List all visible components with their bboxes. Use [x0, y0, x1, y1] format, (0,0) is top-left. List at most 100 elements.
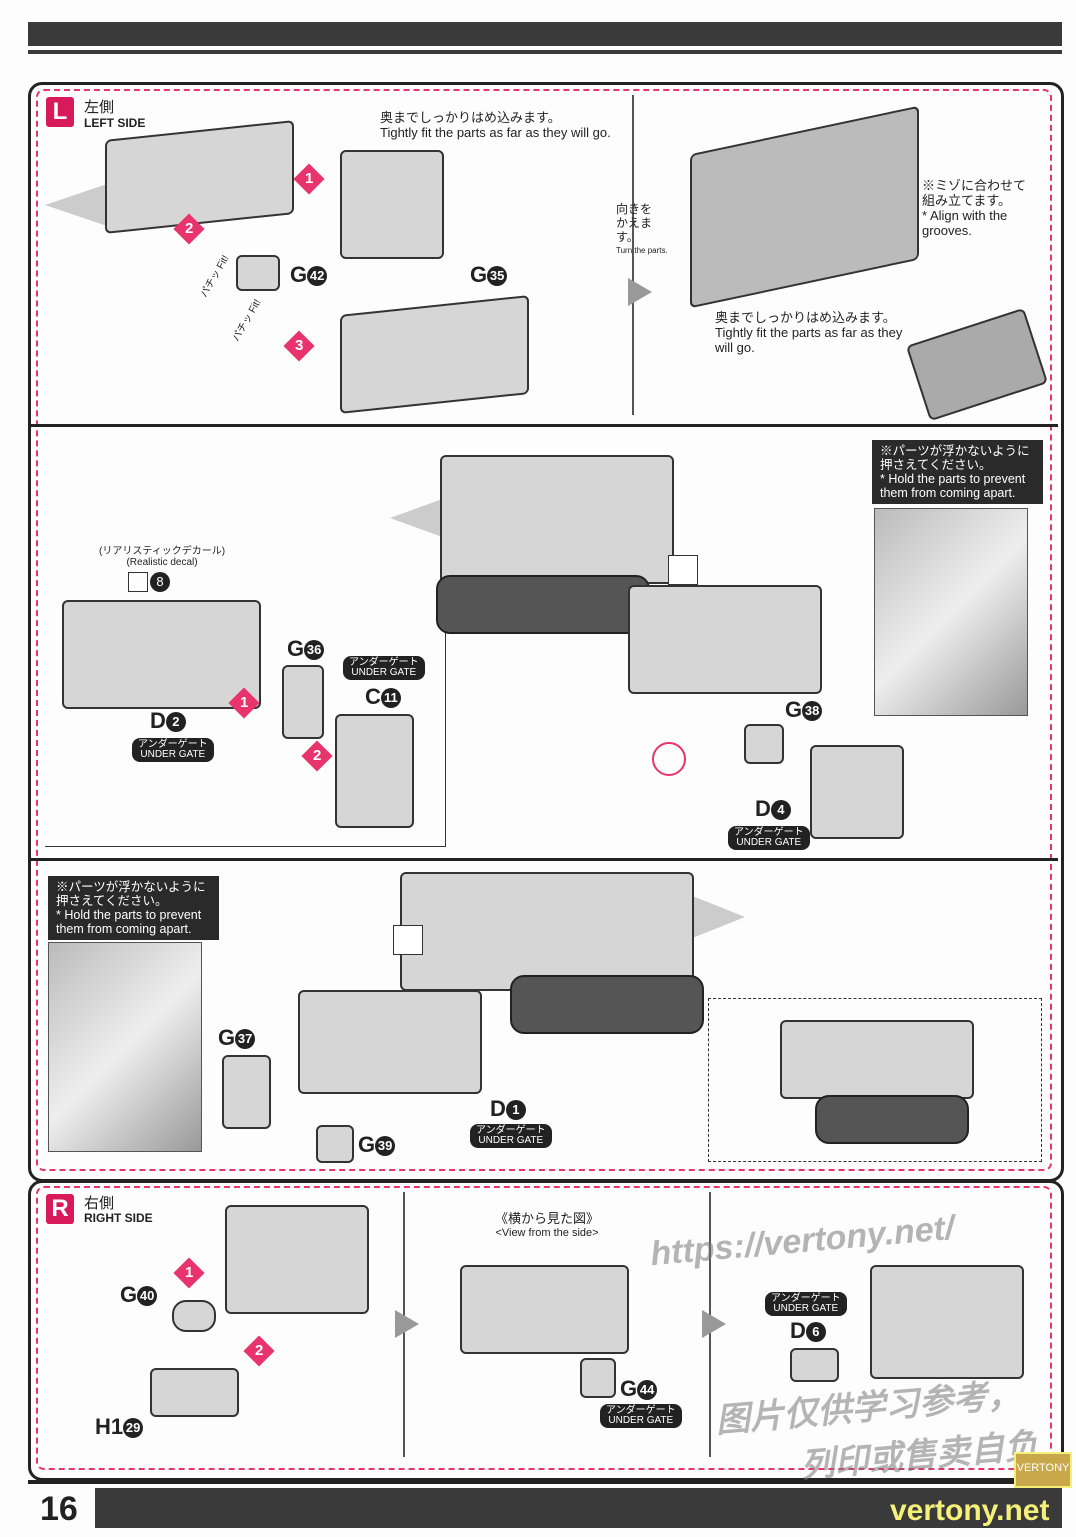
hand-photo: [48, 942, 202, 1152]
divider: [30, 858, 1058, 861]
detail-box: [45, 534, 446, 847]
decal-icon: [128, 572, 148, 592]
hand-photo: [874, 508, 1028, 716]
part-d2: [62, 600, 261, 709]
header-rule: [28, 50, 1062, 54]
arm-assembly: [628, 585, 822, 694]
rotate-icon: [393, 925, 423, 955]
watermark-logo-box: VERTONY: [1014, 1452, 1072, 1488]
part-g39: [316, 1125, 354, 1163]
part-g37: [222, 1055, 271, 1129]
wing-part: [340, 150, 444, 259]
left-side-title-en: LEFT SIDE: [84, 116, 146, 130]
right-side-dashed-border: [36, 1186, 1052, 1470]
side-view-en: <View from the side>: [495, 1227, 599, 1239]
drill-assembly: [400, 872, 694, 991]
part-g36: [282, 665, 324, 739]
right-side-tag: R: [46, 1194, 74, 1224]
tread-part: [815, 1095, 969, 1144]
tread-part: [436, 575, 650, 634]
rotate-icon: [668, 555, 698, 585]
drill-cone: [690, 895, 745, 939]
next-arrow-icon: [628, 278, 652, 306]
fit-note: 奥までしっかりはめ込みます。 Tightly fit the parts as …: [380, 110, 611, 140]
next-arrow-icon: [395, 1310, 419, 1338]
hold-callout-jp: ※パーツが浮かないように 押さえてください。: [880, 444, 1030, 472]
divider: [632, 95, 634, 415]
result-box: [708, 998, 1042, 1162]
part-h1-29: [150, 1368, 239, 1417]
drill-cone: [45, 183, 110, 227]
drill-cone: [390, 498, 445, 538]
hold-callout-jp: ※パーツが浮かないように 押さえてください。: [56, 880, 206, 908]
right-side-title-en: RIGHT SIDE: [84, 1211, 153, 1225]
drill-body-part: [105, 120, 294, 234]
next-arrow-icon: [702, 1310, 726, 1338]
part-g38: [744, 724, 784, 764]
decal-number: 8: [150, 572, 170, 592]
page-number: 16: [40, 1490, 78, 1528]
footer-bar: [95, 1488, 1062, 1528]
arm-assembly: [298, 990, 482, 1094]
side-view-label: 《横から見た図》 <View from the side>: [495, 1208, 599, 1239]
hold-callout-en: * Hold the parts to prevent them from co…: [880, 472, 1026, 500]
right-side-frame: [28, 1180, 1064, 1481]
left-side-title-jp: 左側: [84, 99, 115, 116]
right-side-title-jp: 右側: [84, 1195, 115, 1212]
part-g42: [236, 255, 280, 291]
fit-note-jp: 奥までしっかりはめ込みます。: [380, 110, 561, 125]
assembled-drill: [780, 1020, 974, 1099]
header-bar: [28, 22, 1062, 46]
part-d6: [790, 1348, 839, 1382]
fit-note-2: 奥までしっかりはめ込みます。 Tightly fit the parts as …: [715, 310, 905, 355]
part-g35: [340, 295, 529, 414]
hold-callout: ※パーツが浮かないように 押さえてください。 * Hold the parts …: [872, 440, 1043, 504]
part-d4: [810, 745, 904, 839]
fit-note-en: Tightly fit the parts as far as they wil…: [380, 125, 611, 140]
decal-note-jp: (リアリスティックデカール): [99, 546, 226, 557]
watermark-logo-text: vertony.net: [890, 1494, 1050, 1527]
hold-callout: ※パーツが浮かないように 押さえてください。 * Hold the parts …: [48, 876, 219, 940]
groove-note: ※ミゾに合わせて 組み立てます。 * Align with the groove…: [922, 178, 1042, 238]
part-c11: [335, 714, 414, 828]
side-view-jp: 《横から見た図》: [495, 1211, 600, 1226]
fit-note-2-en: Tightly fit the parts as far as they wil…: [715, 325, 903, 355]
divider: [30, 424, 1058, 427]
assembled-wing: [870, 1265, 1024, 1379]
turn-note-jp: 向きを かえます。: [616, 202, 653, 244]
left-side-tag: L: [46, 97, 74, 127]
fit-note-2-jp: 奥までしっかりはめ込みます。: [715, 310, 896, 325]
part-g44: [580, 1358, 616, 1398]
drill-assembly: [440, 455, 674, 584]
hold-callout-en: * Hold the parts to prevent them from co…: [56, 908, 202, 936]
no-cut-icon: [652, 742, 686, 776]
decal-note: (リアリスティックデカール) (Realistic decal): [99, 542, 225, 568]
left-side-dashed-border: [36, 89, 1052, 1171]
wing-part: [225, 1205, 369, 1314]
groove-note-jp: ※ミゾに合わせて 組み立てます。: [922, 178, 1027, 208]
tread-part: [510, 975, 704, 1034]
footer-rule: [28, 1480, 1062, 1484]
part-g40: [172, 1300, 216, 1332]
groove-note-en: * Align with the grooves.: [922, 208, 1008, 238]
side-view-part: [460, 1265, 629, 1354]
turn-note-en: Turn the parts.: [616, 246, 668, 255]
